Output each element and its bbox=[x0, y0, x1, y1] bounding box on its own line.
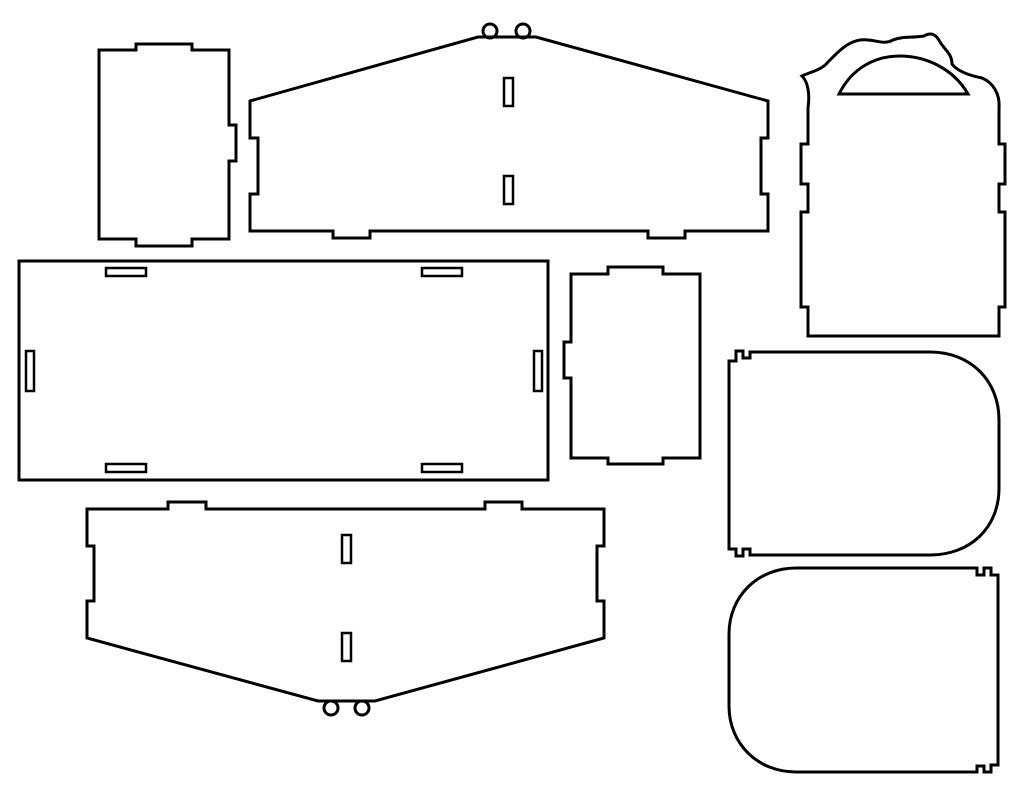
small-side-panel-middle bbox=[562, 265, 702, 466]
panel-outline bbox=[727, 566, 1000, 774]
panel-outline bbox=[799, 32, 1007, 338]
gabled-long-side-panel-bottom bbox=[85, 500, 606, 717]
slot bbox=[532, 349, 544, 393]
slot bbox=[502, 76, 515, 108]
slot bbox=[420, 266, 464, 278]
slot bbox=[502, 174, 515, 206]
hinge-ring-right bbox=[514, 22, 532, 40]
hinge-ring-left bbox=[322, 699, 340, 717]
panel-outline bbox=[85, 500, 606, 703]
slot bbox=[24, 349, 36, 393]
slot bbox=[420, 462, 464, 474]
slot bbox=[104, 266, 148, 278]
small-side-panel-top-left bbox=[97, 42, 238, 248]
panel-outline bbox=[17, 259, 550, 482]
arched-handle-end-panel bbox=[799, 32, 1007, 338]
rounded-lid-panel-top bbox=[727, 349, 1001, 558]
base-panel bbox=[17, 259, 550, 482]
panel-outline bbox=[727, 349, 1001, 558]
slot bbox=[340, 533, 353, 565]
panel-outline bbox=[248, 35, 770, 240]
slot bbox=[340, 631, 353, 663]
panel-outline bbox=[562, 265, 702, 466]
slot bbox=[104, 462, 148, 474]
handle-cutout bbox=[836, 54, 971, 96]
hinge-ring-left bbox=[481, 22, 499, 40]
gabled-long-side-panel-top bbox=[248, 22, 770, 240]
hinge-ring-right bbox=[353, 699, 371, 717]
panel-outline bbox=[97, 42, 238, 248]
rounded-lid-panel-bottom bbox=[727, 566, 1000, 774]
